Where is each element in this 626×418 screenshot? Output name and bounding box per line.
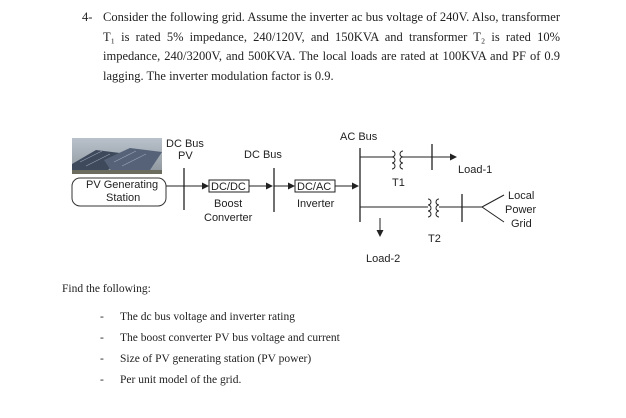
load1-label: Load-1 <box>458 164 492 176</box>
task-text: The dc bus voltage and inverter rating <box>120 311 295 323</box>
problem-text: Consider the following grid. Assume the … <box>103 10 560 83</box>
pv-station-box: PV Generating Station <box>71 177 167 207</box>
bullet-dash: - <box>100 311 104 323</box>
dc-bus-pv-label-2: PV <box>178 150 193 162</box>
pv-panel-image <box>72 138 162 174</box>
dc-bus-label: DC Bus <box>244 149 282 161</box>
bullet-dash: - <box>100 374 104 386</box>
problem-number: 4- <box>82 10 93 24</box>
grid-label-2: Power <box>505 204 537 216</box>
bullet-dash: - <box>100 353 104 365</box>
problem-statement: 4- Consider the following grid. Assume t… <box>82 8 560 86</box>
t2-label: T2 <box>428 233 441 245</box>
t1-label: T1 <box>392 177 405 189</box>
pv-station-label-1: PV Generating <box>86 179 158 191</box>
task-text: The boost converter PV bus voltage and c… <box>120 332 340 344</box>
pv-station-label-2: Station <box>106 192 140 204</box>
task-text: Size of PV generating station (PV power) <box>120 353 312 365</box>
bullet-dash: - <box>100 332 104 344</box>
grid-label-3: Grid <box>511 218 532 230</box>
load2-label: Load-2 <box>366 253 400 265</box>
dc-bus-pv-label-1: DC Bus <box>166 138 204 150</box>
boost-label-1: Boost <box>214 198 242 210</box>
grid-diagram: DC Bus PV DC Bus AC Bus PV Generating St… <box>71 131 537 265</box>
ac-bus-label: AC Bus <box>340 131 378 143</box>
boost-label-2: Converter <box>204 212 253 224</box>
find-heading: Find the following: <box>62 283 151 295</box>
dcac-label: DC/AC <box>297 181 331 193</box>
task-text: Per unit model of the grid. <box>120 374 242 386</box>
dcdc-label: DC/DC <box>211 181 246 193</box>
inverter-label: Inverter <box>297 198 335 210</box>
grid-label-1: Local <box>508 190 534 202</box>
transformer-t1 <box>391 150 404 170</box>
transformer-t2 <box>427 198 440 218</box>
